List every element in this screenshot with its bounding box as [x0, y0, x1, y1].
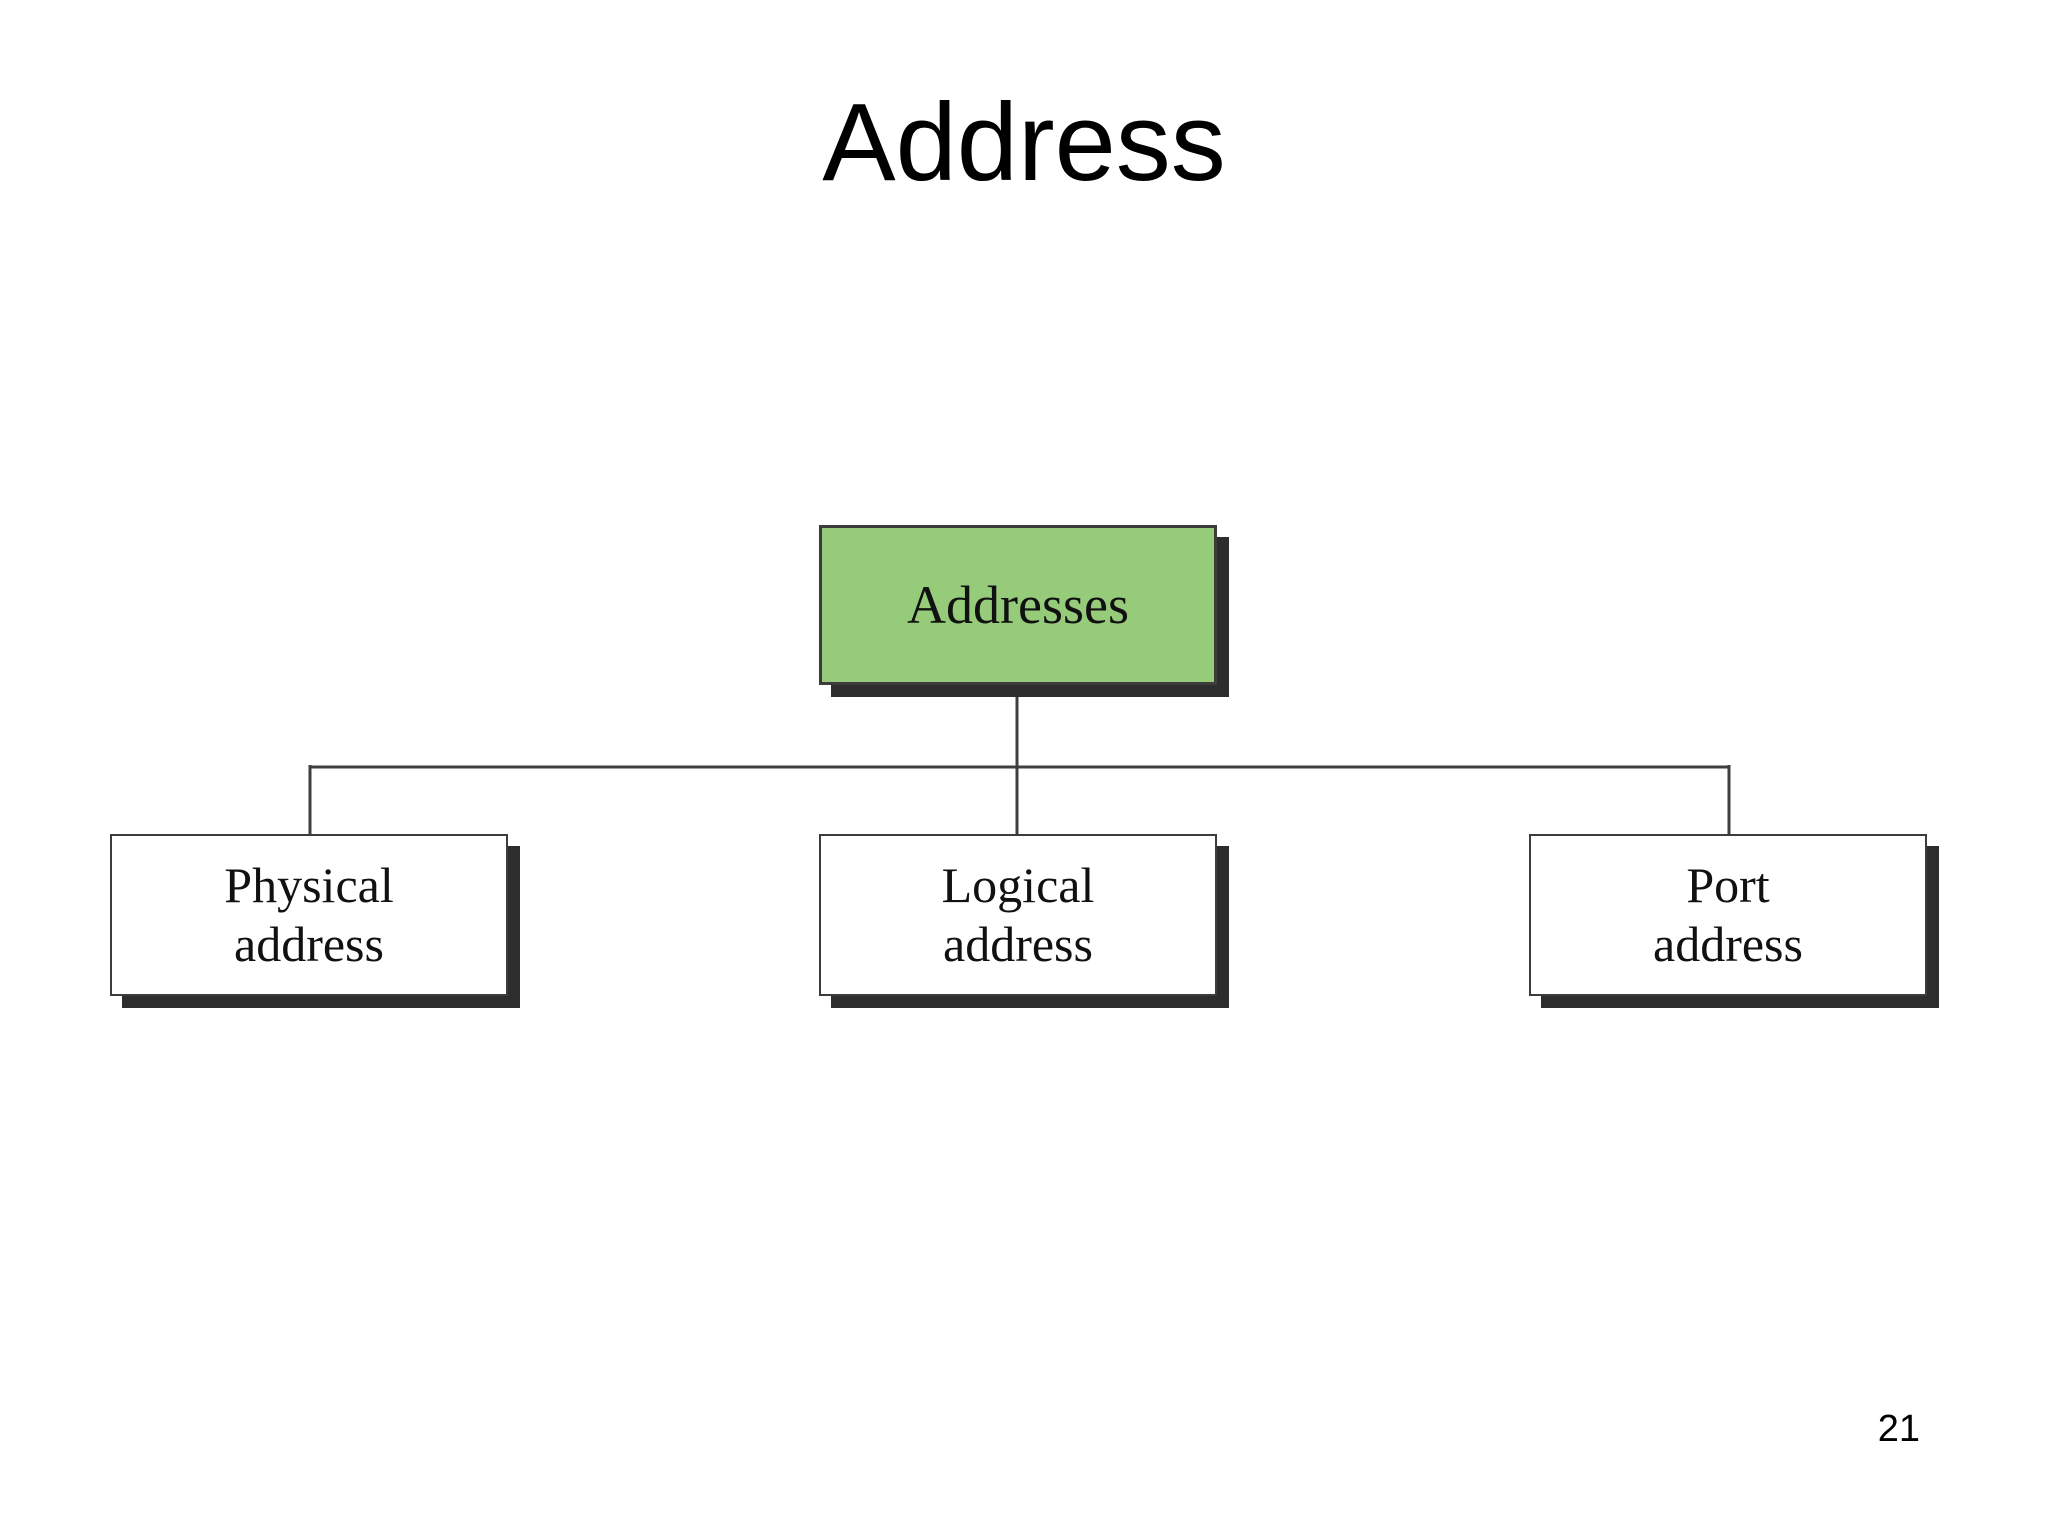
node-logical-address-line2: address — [943, 916, 1093, 972]
node-logical-address-line1: Logical — [941, 857, 1095, 913]
node-physical-address-line1: Physical — [224, 857, 394, 913]
node-logical-address: Logical address — [819, 834, 1217, 996]
node-port-address-line1: Port — [1686, 857, 1770, 913]
slide-title: Address — [822, 81, 1226, 204]
node-addresses: Addresses — [819, 525, 1217, 685]
node-physical-address: Physical address — [110, 834, 508, 996]
node-addresses-label: Addresses — [907, 575, 1129, 635]
node-port-address-line2: address — [1653, 916, 1803, 972]
node-port-address: Port address — [1529, 834, 1927, 996]
node-physical-address-line2: address — [234, 916, 384, 972]
page-number: 21 — [1877, 1408, 1920, 1450]
